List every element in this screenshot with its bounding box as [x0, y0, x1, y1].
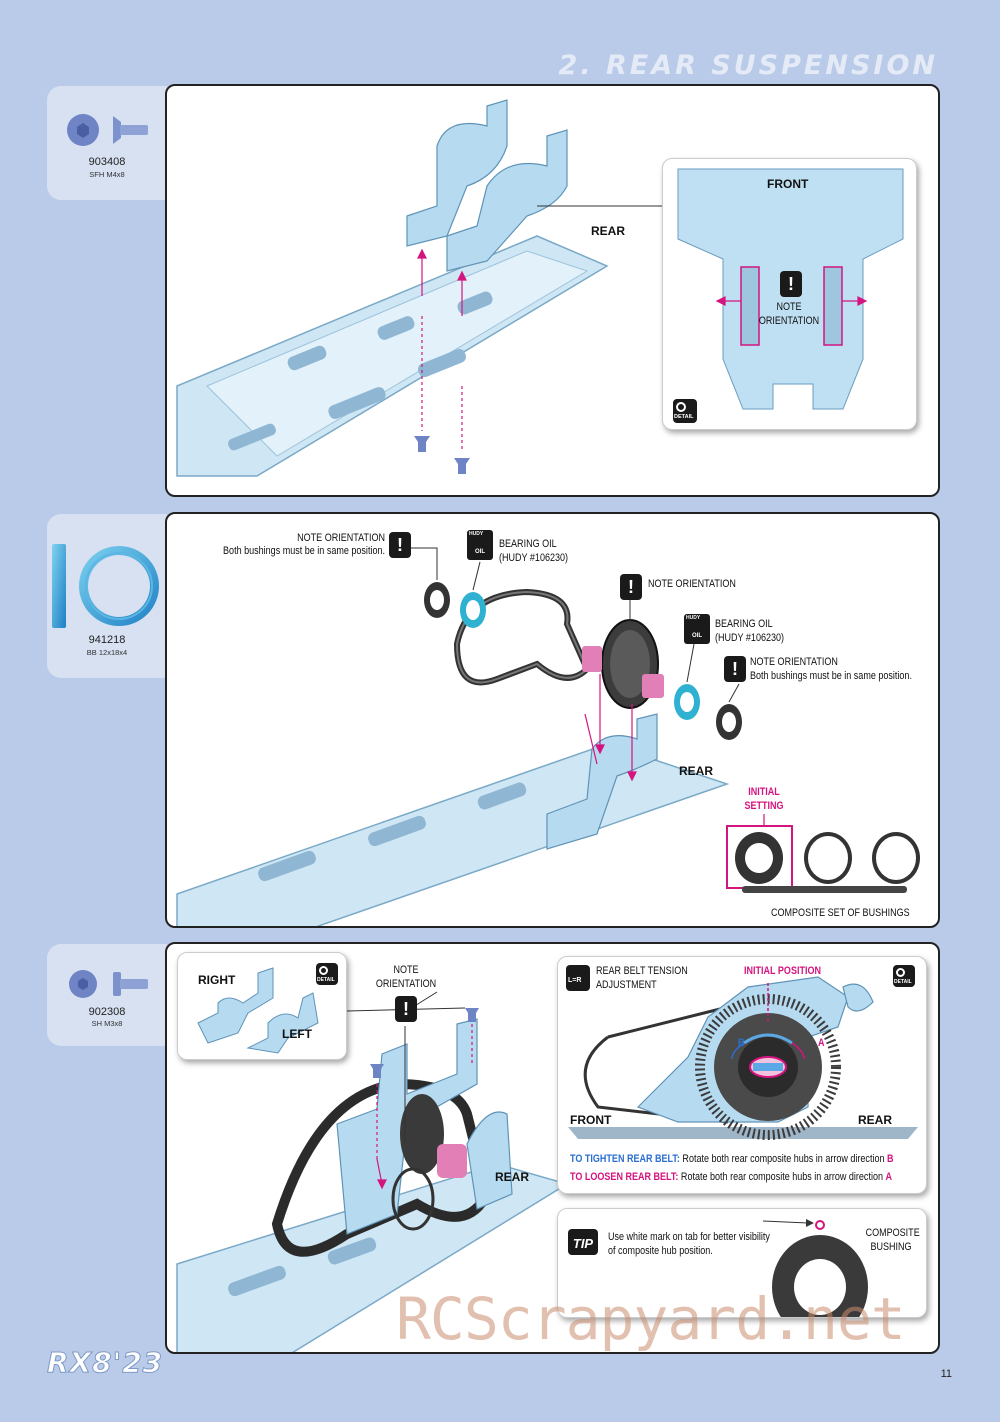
lr-adjust-icon: L=R [566, 965, 590, 991]
initial-setting-label: INITIAL SETTING [744, 786, 784, 812]
tip-callout: TIP Use white mark on tab for better vis… [557, 1208, 927, 1318]
rear-label: REAR [679, 764, 714, 778]
belt-tension-title: REAR BELT TENSION ADJUSTMENT [596, 965, 688, 991]
part-number: 902308 [88, 1006, 126, 1018]
belt-tension-callout: L=R REAR BELT TENSION ADJUSTMENT INITIAL… [557, 956, 927, 1194]
flat-head-screw-icon [67, 114, 148, 146]
loosen-text: Rotate both rear composite hubs in arrow… [680, 1171, 883, 1183]
note-orientation-1-text: Both bushings must be in same position. [223, 545, 385, 557]
section-title: 2. REAR SUSPENSION [558, 50, 938, 81]
warning-icon: ! [620, 574, 642, 600]
chassis-illustration [176, 99, 662, 477]
belt-tension-diagram [568, 976, 918, 1140]
right-left-callout: RIGHT LEFT DETAIL [177, 952, 347, 1060]
part-card-941218: 941218 BB 12x18x4 [47, 514, 167, 678]
detail-icon: DETAIL [673, 399, 697, 423]
page-number: 11 [940, 1368, 952, 1380]
watermark: RCScrapyard.net [396, 1285, 906, 1353]
bearing-oil-icon: HUDY OIL [467, 530, 493, 560]
left-label: LEFT [282, 1027, 312, 1041]
bearing-oil-2-title: BEARING OIL [715, 618, 773, 630]
rear-label: REAR [591, 224, 626, 238]
initial-position-label: INITIAL POSITION [744, 965, 822, 977]
note-orientation-label: NOTE ORIENTATION [758, 301, 820, 327]
direction-a-label: A [818, 1037, 825, 1049]
direction-b-label: B [738, 1037, 745, 1049]
part-desc: BB 12x18x4 [86, 648, 128, 657]
loosen-row: TO LOOSEN REAR BELT: Rotate both rear co… [570, 1171, 892, 1185]
tighten-row: TO TIGHTEN REAR BELT: Rotate both rear c… [570, 1153, 894, 1167]
tighten-label: TO TIGHTEN REAR BELT: [570, 1153, 680, 1165]
bearing-oil-1-title: BEARING OIL [499, 538, 557, 550]
note-orientation-label: NOTE ORIENTATION [375, 964, 437, 990]
right-label: RIGHT [198, 973, 236, 987]
note-orientation-3-title: NOTE ORIENTATION [750, 656, 838, 668]
tip-text: Use white mark on tab for better visibil… [608, 1231, 770, 1257]
brand-logo: RX8'23 [46, 1346, 164, 1380]
bearing-oil-1-text: (HUDY #106230) [499, 552, 569, 564]
tighten-text: Rotate both rear composite hubs in arrow… [682, 1153, 885, 1165]
detail-callout: FRONT ! NOTE ORIENTATION DETAIL [662, 158, 917, 430]
warning-icon: ! [395, 996, 417, 1022]
panel-step-3: RIGHT LEFT DETAIL NOTE ORIENTATION ! REA… [165, 942, 940, 1354]
loosen-label: TO LOOSEN REAR BELT: [570, 1171, 679, 1183]
part-number: 941218 [88, 634, 126, 646]
panel-step-1: REAR FRONT ! NOTE ORIENTATION DETAIL [165, 84, 940, 497]
part-card-902308: 902308 SH M3x8 [47, 944, 167, 1046]
belt-assembly-illustration [176, 547, 920, 926]
detail-icon: DETAIL [316, 963, 338, 985]
note-orientation-2-title: NOTE ORIENTATION [648, 578, 736, 590]
part-number: 903408 [88, 156, 126, 168]
part-desc: SH M3x8 [91, 1019, 123, 1028]
composite-bushing-label: COMPOSITE BUSHING [865, 1227, 920, 1253]
detail-icon: DETAIL [893, 965, 915, 987]
socket-head-screw-icon [69, 970, 148, 998]
note-orientation-1-title: NOTE ORIENTATION [297, 532, 385, 544]
front-label: FRONT [767, 177, 809, 191]
warning-icon: ! [780, 271, 802, 297]
rear-label: REAR [495, 1170, 530, 1184]
belt-mount-illustration [176, 991, 569, 1352]
tighten-direction: B [886, 1153, 894, 1165]
warning-icon: ! [389, 532, 411, 558]
panel-step-2: NOTE ORIENTATION Both bushings must be i… [165, 512, 940, 928]
bearing-oil-icon: HUDY OIL [684, 614, 710, 644]
tip-icon: TIP [568, 1229, 598, 1255]
note-orientation-3-text: Both bushings must be in same position. [750, 670, 912, 682]
composite-set-label: COMPOSITE SET OF BUSHINGS [771, 907, 910, 919]
rear-label: REAR [858, 1113, 893, 1127]
part-card-903408: 903408 SFH M4x8 [47, 86, 167, 200]
loosen-direction: A [885, 1171, 893, 1183]
ball-bearing-icon [52, 544, 159, 628]
right-left-mount-diagram [197, 967, 319, 1054]
warning-icon: ! [724, 656, 746, 682]
composite-bushing-diagram [762, 1219, 868, 1317]
front-label: FRONT [570, 1113, 612, 1127]
bearing-oil-2-text: (HUDY #106230) [715, 632, 785, 644]
part-desc: SFH M4x8 [89, 170, 125, 179]
